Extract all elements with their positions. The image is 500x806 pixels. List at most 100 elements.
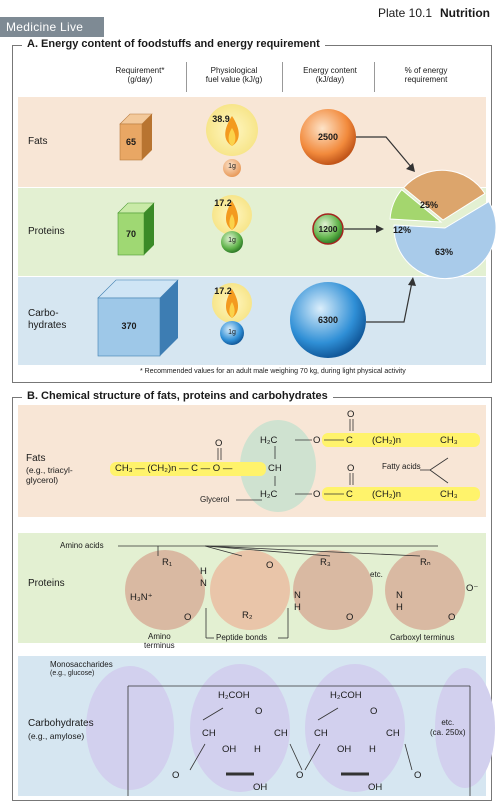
peptide-n-3: N (396, 590, 403, 601)
fatty-acids-label: Fatty acids (382, 462, 421, 471)
amino-acid-discs (125, 550, 465, 630)
energy-pie-chart (389, 169, 497, 280)
glucose-h2coh-2: H₂COH (330, 690, 362, 701)
carbonyl-o-2: O (266, 560, 274, 571)
fat-c-bottom: C (346, 489, 353, 500)
o-minus: O⁻ (466, 583, 479, 594)
fat-ch3-top: CH₃ (440, 435, 458, 446)
etc-label: etc. (370, 570, 383, 579)
carbs-grams: 370 (121, 321, 137, 331)
amino-terminus-label: Amino terminus (144, 632, 175, 650)
h3n-plus: H₃N⁺ (130, 592, 153, 603)
col-pct: % of energy requirement (378, 66, 474, 84)
proteins-unit: 1g (228, 237, 236, 244)
fatty-acid-bar (322, 433, 480, 447)
col-fuel-l1: Physiological (210, 66, 258, 75)
col-sep (374, 62, 375, 92)
glycerol-h2c-bottom: H₂C (260, 489, 278, 500)
fatty-acid-bar (322, 487, 480, 501)
peptide-h-2: H (294, 602, 301, 613)
row-label-carbs-l2: hydrates (28, 320, 67, 331)
pie-label-fats: 25% (420, 200, 439, 210)
fat-o-ester-bottom: O (313, 489, 321, 500)
fat-ch2n-bottom: (CH₂)n (372, 489, 402, 500)
col-energy: Energy content (kJ/day) (290, 66, 370, 84)
r2-label: R₂ (242, 610, 253, 621)
section-b-title: B. Chemical structure of fats, proteins … (22, 390, 333, 402)
fats-structure-label: Fats (e.g., triacyl- glycerol) (26, 453, 73, 485)
col-energy-l1: Energy content (303, 66, 357, 75)
watermark: Medicine Live (0, 17, 104, 37)
proteins-grams: 70 (125, 229, 136, 239)
arrow-head (408, 277, 416, 286)
carbs-band (18, 277, 486, 365)
glycosidic-o-2: O (296, 770, 304, 781)
col-requirement-l1: Requirement* (115, 66, 165, 75)
fats-unit: 1g (228, 163, 236, 170)
glucose-ch-1b: CH (274, 728, 288, 739)
fat-o-top-left: O (215, 438, 223, 449)
proteins-energy: 1200 (318, 224, 338, 234)
carbs-energy: 6300 (317, 315, 339, 325)
carbs-unit: 1g (228, 329, 236, 336)
proteins-fuel (212, 195, 252, 253)
pie-label-proteins: 12% (393, 225, 412, 235)
glucose-oh-1b: OH (253, 782, 268, 793)
glycosidic-o-3: O (414, 770, 422, 781)
peptide-n-1: N (200, 578, 207, 589)
glycerol-h2c-top: H₂C (260, 435, 278, 446)
peptide-h-1: H (200, 566, 207, 577)
col-sep (282, 62, 283, 92)
carbonyl-o-1: O (184, 612, 192, 623)
glucose-ch-2a: CH (314, 728, 328, 739)
col-pct-l1: % of energy (404, 66, 448, 75)
arrow-head (406, 163, 415, 172)
fats-fuel-value: 38.9 (212, 114, 230, 124)
fats-energy: 2500 (317, 132, 339, 142)
section-a-footnote: * Recommended values for an adult male w… (140, 368, 406, 375)
pie-slice-proteins (389, 188, 443, 223)
row-label-carbs: Carbo- hydrates (28, 308, 66, 332)
glycerol-blob (240, 420, 316, 512)
glycerol-label: Glycerol (200, 495, 230, 504)
carbs-structure-label-l1: Carbohydrates (28, 718, 94, 729)
proteins-structure-label: Proteins (28, 578, 65, 589)
proteins-fuel-value: 17.2 (214, 198, 232, 208)
glycosidic-o-1: O (172, 770, 180, 781)
col-sep (186, 62, 187, 92)
pie-label-carbs: 63% (435, 247, 454, 257)
carboxyl-terminus-label: Carboxyl terminus (390, 633, 455, 642)
fat-ch2n-top: (CH₂)n (372, 435, 402, 446)
pie-slice-carbs (393, 200, 497, 280)
r1-label: R₁ (162, 557, 173, 568)
glucose-oh-2b: OH (368, 782, 383, 793)
glucose-h-2: H (369, 744, 376, 755)
col-fuel-l2: fuel value (kJ/g) (205, 75, 263, 84)
monosaccharides-l1: Monosaccharides (50, 660, 113, 669)
rn-label: Rₙ (420, 557, 431, 568)
row-label-proteins: Proteins (28, 226, 65, 237)
r3-label: R₃ (320, 557, 331, 568)
fat-o-ester-top: O (313, 435, 321, 446)
glucose-h2coh-1: H₂COH (218, 690, 250, 701)
glucose-ch-1a: CH (202, 728, 216, 739)
proteins-cube (117, 202, 155, 256)
fat-o-carbonyl-bottom: O (347, 463, 355, 474)
fats-structure-label-l3: glycerol) (26, 475, 59, 485)
amino-acids-label: Amino acids (60, 541, 104, 550)
pie-slice-fats (402, 169, 486, 221)
row-label-carbs-l1: Carbo- (28, 308, 59, 319)
col-requirement: Requirement* (g/day) (100, 66, 180, 84)
carbonyl-o-3: O (346, 612, 354, 623)
peptide-bonds-label: Peptide bonds (216, 633, 268, 642)
glucose-ring-o-2: O (370, 706, 378, 717)
glucose-oh-2a: OH (337, 744, 352, 755)
fat-chain-left: CH₃ — (CH₂)n — C — O — (115, 463, 233, 474)
glucose-ch-2b: CH (386, 728, 400, 739)
glucose-units (86, 664, 495, 792)
carbs-fuel-value: 17.2 (214, 286, 232, 296)
monosaccharides-l2: (e.g., glucose) (50, 670, 95, 677)
col-energy-l2: (kJ/day) (315, 75, 345, 84)
fats-cube (119, 113, 153, 161)
